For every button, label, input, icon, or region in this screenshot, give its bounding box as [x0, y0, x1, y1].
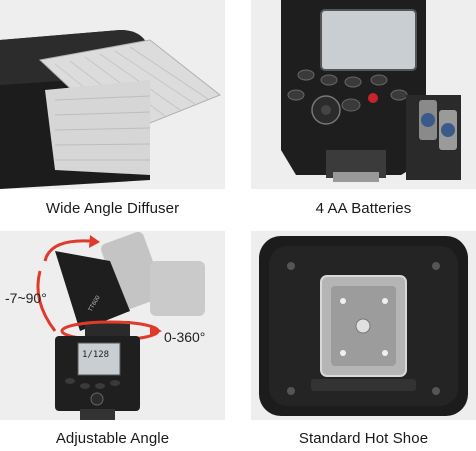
batteries-photo: [251, 0, 476, 189]
caption-4-aa-batteries: 4 AA Batteries: [315, 200, 412, 217]
flash-rotation-illustration: [0, 231, 225, 420]
fresnel-lens: [45, 80, 150, 175]
diffuser-photo: [0, 0, 225, 189]
center-pin: [355, 318, 371, 334]
flash-back-panel-with-batteries-illustration: [251, 0, 476, 189]
screw: [287, 262, 295, 270]
lcd-screen: [320, 9, 417, 71]
control-buttons: [287, 69, 408, 112]
hot-shoe-bottom-view-illustration: [251, 231, 476, 420]
caption-adjustable-angle: Adjustable Angle: [55, 430, 170, 447]
flash-head: [55, 251, 130, 331]
flash-head-with-diffuser-illustration: [0, 0, 225, 189]
adjustable-angle-photo: 1/128 TT600: [0, 231, 225, 420]
caption-wide-angle-diffuser: Wide Angle Diffuser: [45, 200, 180, 217]
tilt-arrow: [43, 239, 91, 262]
hot-shoe-photo: [251, 231, 476, 420]
rotation-range-label: 0-360°: [164, 329, 206, 345]
caption-standard-hot-shoe: Standard Hot Shoe: [298, 430, 429, 447]
lcd-readout: 1/128: [82, 350, 110, 360]
tilt-range-label: -7~90°: [5, 290, 47, 306]
aa-batteries: [419, 100, 457, 150]
test-button-red: [368, 93, 378, 103]
lcd-screen: [77, 342, 121, 376]
